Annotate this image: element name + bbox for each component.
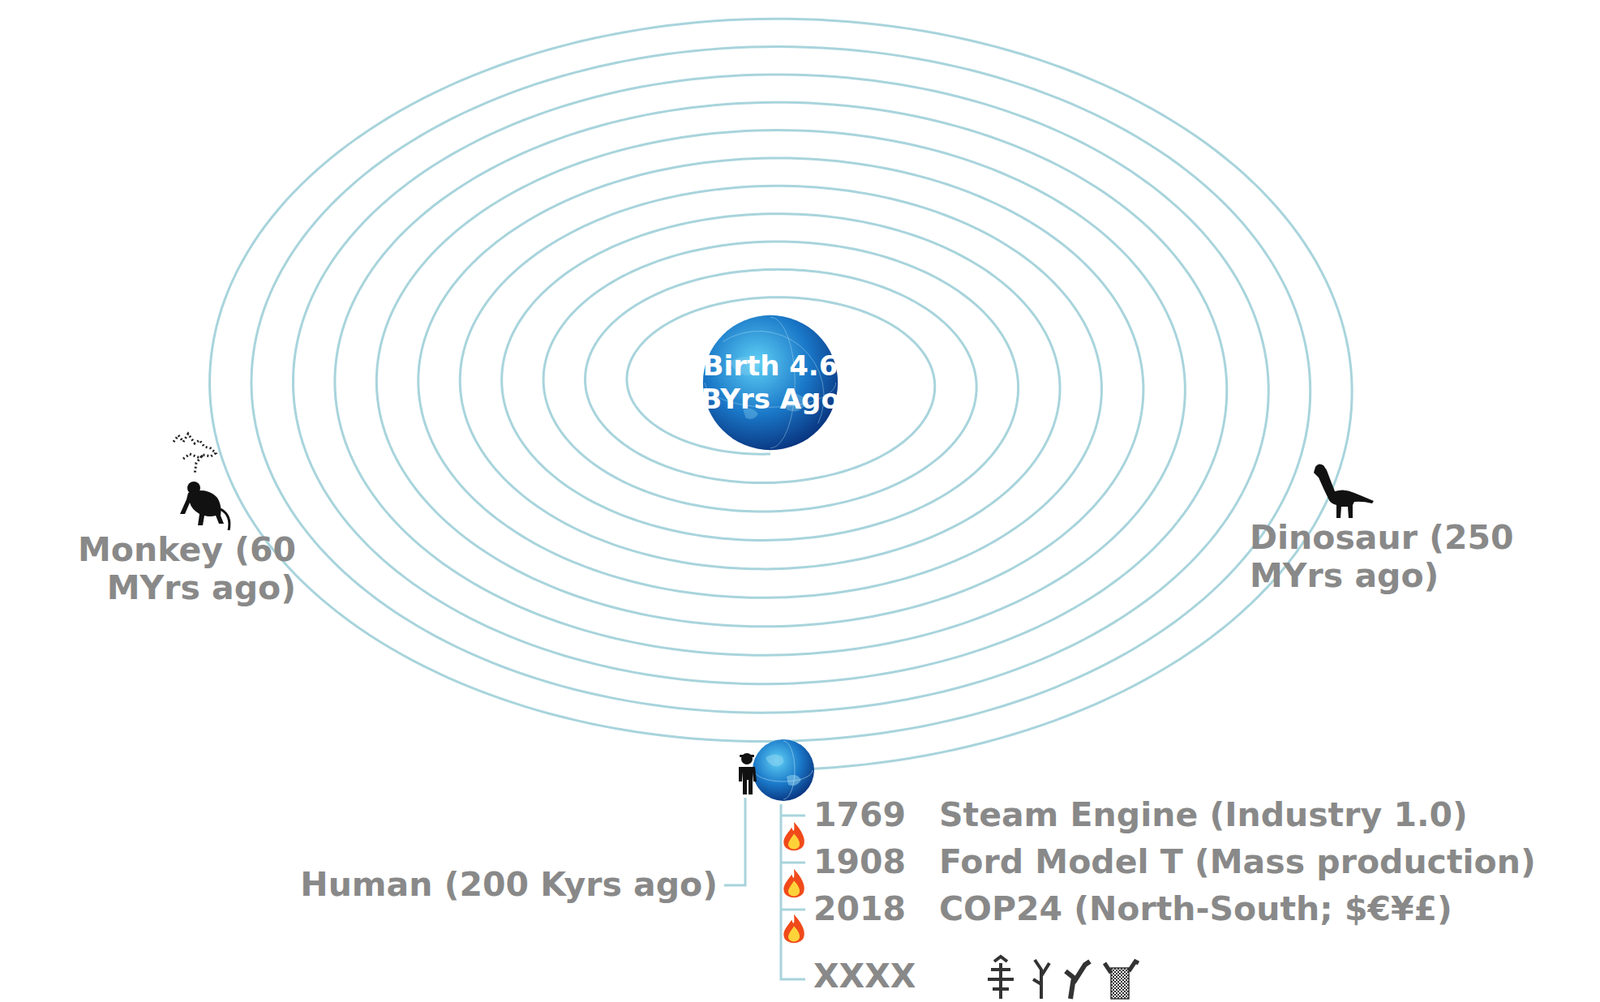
year: 1769 bbox=[813, 796, 906, 835]
flame-icon bbox=[783, 914, 805, 944]
dinosaur-icon bbox=[1313, 463, 1374, 519]
monkey-icon bbox=[173, 433, 230, 531]
year: 2018 bbox=[813, 890, 906, 929]
globe-node: Birth 4.6 BYrs Ago bbox=[702, 314, 839, 451]
flame-icon bbox=[783, 869, 805, 898]
flame-icon bbox=[783, 822, 805, 851]
globe-label: Birth 4.6 BYrs Ago bbox=[700, 349, 841, 417]
spiral-path bbox=[210, 18, 1353, 771]
era-label: Dinosaur (250 MYrs ago) bbox=[1249, 519, 1566, 596]
flame-icons bbox=[783, 822, 805, 944]
dead-trees bbox=[987, 956, 1139, 1000]
era-label: Human (200 Kyrs ago) bbox=[300, 866, 718, 905]
era-label: Monkey (60 MYrs ago) bbox=[8, 531, 296, 608]
milestone: Steam Engine (Industry 1.0) bbox=[939, 796, 1468, 835]
year: XXXX bbox=[813, 957, 916, 996]
spiral bbox=[210, 18, 1353, 771]
timeline bbox=[724, 797, 806, 980]
milestone: Ford Model T (Mass production) bbox=[939, 843, 1536, 882]
human-figure bbox=[738, 753, 757, 795]
year: 1908 bbox=[813, 843, 906, 882]
small-globe bbox=[752, 739, 815, 802]
milestone: COP24 (North-South; $€¥£) bbox=[939, 890, 1453, 929]
